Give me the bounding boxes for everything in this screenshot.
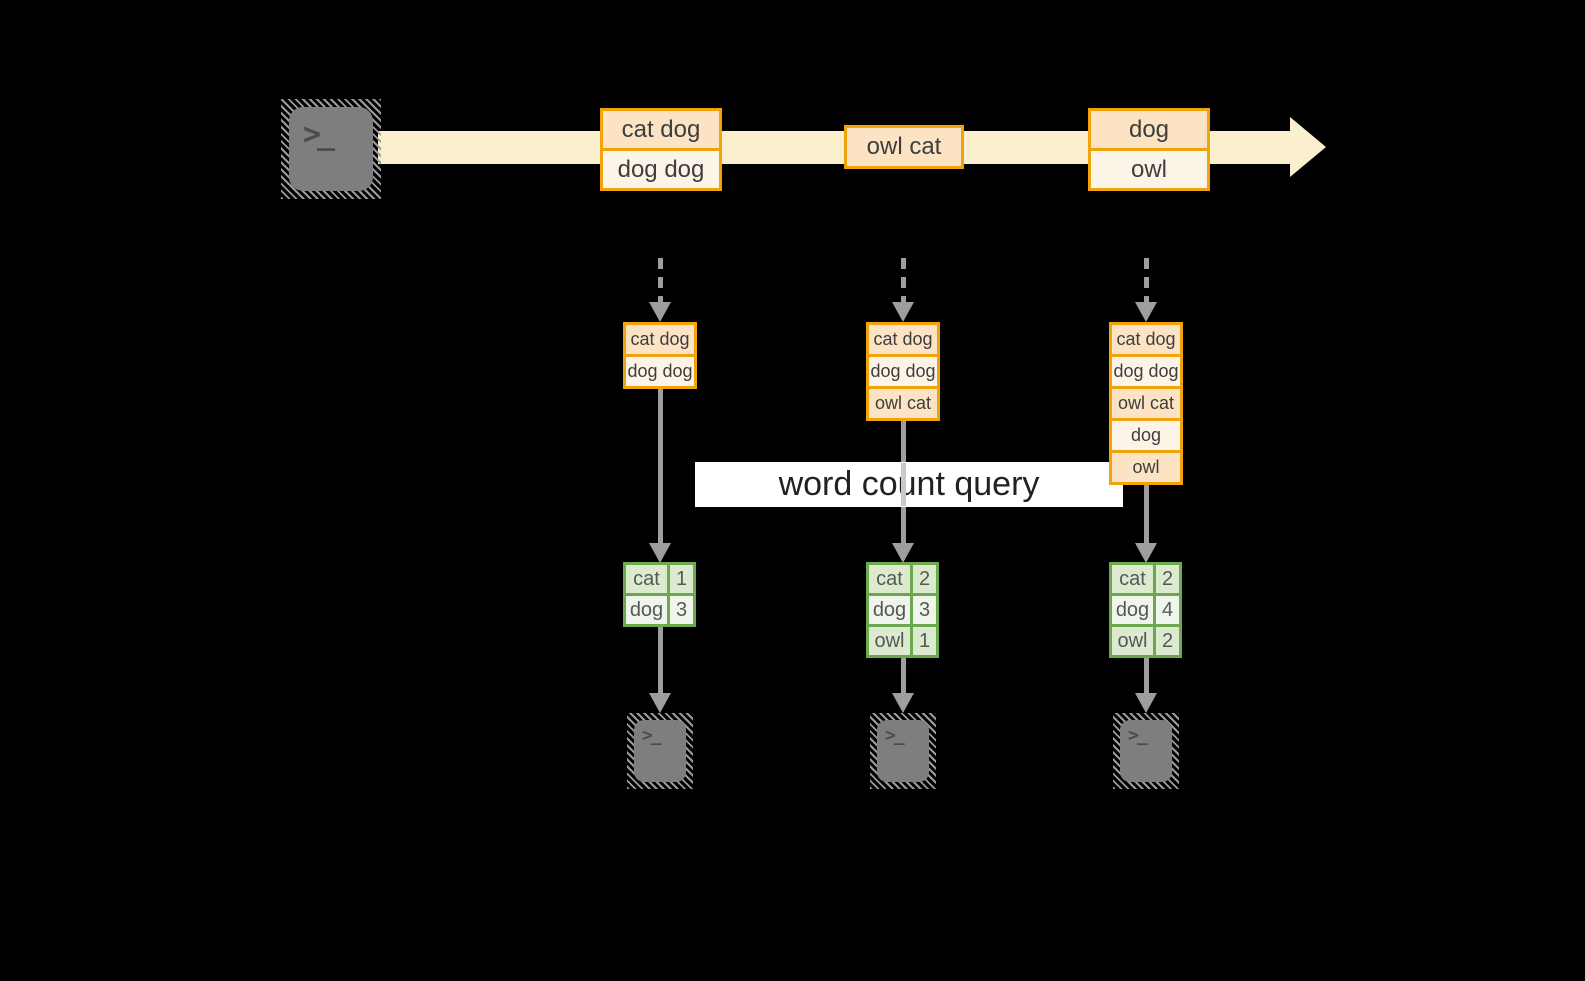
count-cell: 4 [1153, 596, 1179, 624]
count-row: dog 3 [626, 593, 693, 624]
buffer-row: dog dog [1112, 354, 1180, 386]
terminal-screen: >_ [634, 720, 686, 782]
count-row: owl 1 [869, 624, 936, 655]
buffer-row: dog [1112, 418, 1180, 450]
count-row: cat 1 [626, 565, 693, 593]
count-row: cat 2 [869, 565, 936, 593]
query-label-band: word count query [695, 462, 1123, 507]
arrowhead-icon [1135, 543, 1157, 563]
word-cell: owl [1117, 629, 1148, 652]
buffer-row: dog dog [626, 354, 694, 386]
arrowhead-icon [892, 693, 914, 713]
buffer-row: dog dog [869, 354, 937, 386]
terminal-screen: >_ [289, 107, 373, 191]
query-label: word count query [778, 465, 1040, 503]
count-cell: 1 [910, 627, 936, 655]
ingest-arrow-dashed [901, 258, 906, 302]
buffer-row: cat dog [626, 325, 694, 354]
stream-arrowhead [1290, 117, 1326, 177]
count-cell: 2 [1153, 565, 1179, 593]
buffer-stack: cat dog dog dog owl cat dog owl [1109, 322, 1183, 485]
arrowhead-icon [649, 543, 671, 563]
buffer-stack: cat dog dog dog owl cat [866, 322, 940, 421]
flow-line-through-band [901, 463, 906, 506]
terminal-prompt-glyph: >_ [1128, 725, 1148, 746]
buffer-row: owl [1112, 450, 1180, 482]
flow-line [901, 658, 906, 695]
arrowhead-icon [1135, 693, 1157, 713]
flow-line [1144, 485, 1149, 545]
count-cell: 3 [667, 596, 693, 624]
buffer-row: cat dog [869, 325, 937, 354]
event-box: owl cat [844, 125, 964, 169]
arrowhead-icon [649, 693, 671, 713]
event-line: owl cat [847, 128, 961, 166]
word-cell: cat [876, 567, 903, 590]
count-row: dog 4 [1112, 593, 1179, 624]
count-table: cat 1 dog 3 [623, 562, 696, 627]
word-cell: owl [874, 629, 905, 652]
arrowhead-icon [892, 302, 914, 322]
buffer-row: cat dog [1112, 325, 1180, 354]
sink-terminal-icon: >_ [870, 713, 936, 789]
sink-terminal-icon: >_ [627, 713, 693, 789]
buffer-stack: cat dog dog dog [623, 322, 697, 389]
terminal-prompt-glyph: >_ [303, 117, 335, 152]
count-row: cat 2 [1112, 565, 1179, 593]
count-row: dog 3 [869, 593, 936, 624]
word-cell: cat [1119, 567, 1146, 590]
buffer-row: owl cat [869, 386, 937, 418]
event-line: owl [1091, 148, 1207, 188]
arrowhead-icon [1135, 302, 1157, 322]
terminal-prompt-glyph: >_ [642, 725, 662, 746]
event-box: cat dog dog dog [600, 108, 722, 191]
count-cell: 3 [910, 596, 936, 624]
source-terminal-icon: >_ [281, 99, 381, 199]
event-line: cat dog [603, 111, 719, 148]
flow-line [658, 389, 663, 545]
arrowhead-icon [892, 543, 914, 563]
arrowhead-icon [649, 302, 671, 322]
flow-line [658, 627, 663, 695]
count-cell: 1 [667, 565, 693, 593]
buffer-row: owl cat [1112, 386, 1180, 418]
terminal-screen: >_ [877, 720, 929, 782]
event-line: dog [1091, 111, 1207, 148]
sink-terminal-icon: >_ [1113, 713, 1179, 789]
count-table: cat 2 dog 3 owl 1 [866, 562, 939, 658]
word-cell: cat [633, 567, 660, 590]
ingest-arrow-dashed [658, 258, 663, 302]
event-box: dog owl [1088, 108, 1210, 191]
ingest-arrow-dashed [1144, 258, 1149, 302]
terminal-prompt-glyph: >_ [885, 725, 905, 746]
count-row: owl 2 [1112, 624, 1179, 655]
word-cell: dog [872, 598, 907, 621]
count-cell: 2 [1153, 627, 1179, 655]
count-cell: 2 [910, 565, 936, 593]
word-cell: dog [629, 598, 664, 621]
event-line: dog dog [603, 148, 719, 188]
word-cell: dog [1115, 598, 1150, 621]
count-table: cat 2 dog 4 owl 2 [1109, 562, 1182, 658]
terminal-screen: >_ [1120, 720, 1172, 782]
flow-line [1144, 658, 1149, 695]
